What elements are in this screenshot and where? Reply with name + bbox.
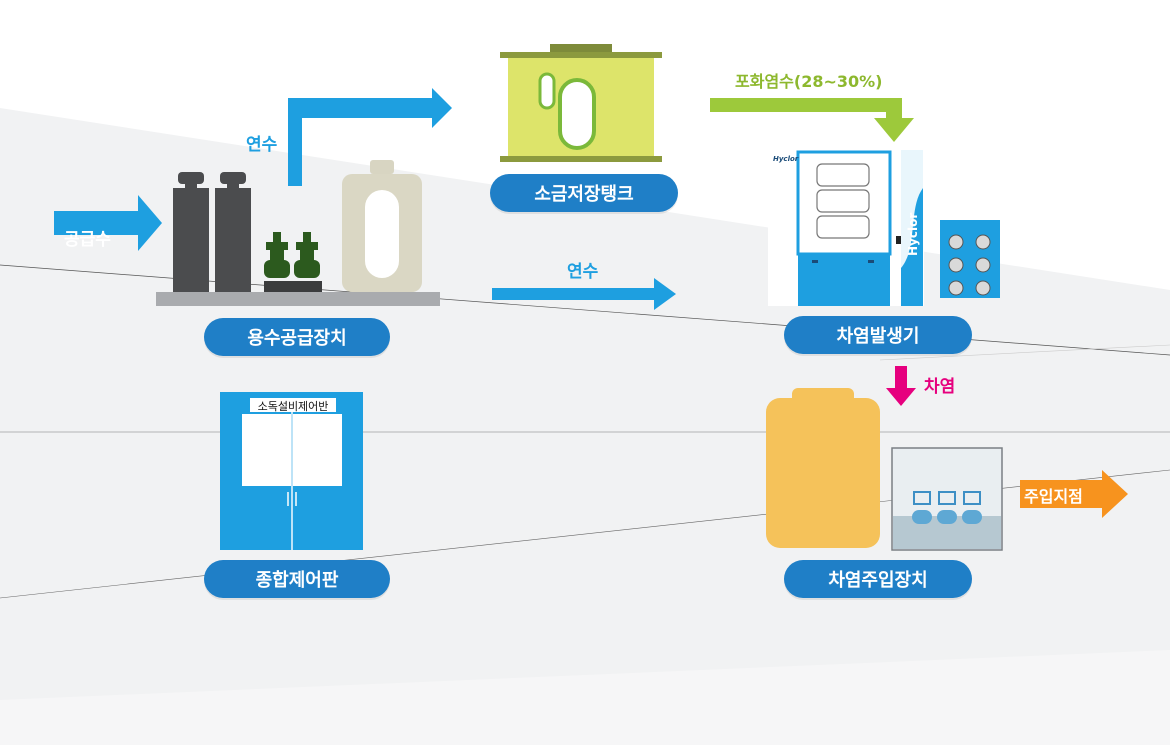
control-panel-graphic xyxy=(220,392,363,550)
water-supply-equipment xyxy=(54,160,440,306)
soft-water-label-top: 연수 xyxy=(246,135,278,155)
soft-water-label-mid: 연수 xyxy=(567,262,599,282)
soft-water-arrow-mid xyxy=(492,278,676,310)
control-panel-sign: 소독설비제어반 xyxy=(257,400,329,413)
injection-point-label: 주입지점 xyxy=(1024,487,1083,506)
hypochlorite-generator-label: 차염발생기 xyxy=(784,316,972,354)
brand-logo-small: Hyclor xyxy=(773,155,799,163)
hypochlorite-label: 차염 xyxy=(924,377,956,397)
water-supply-unit-label: 용수공급장치 xyxy=(204,318,390,356)
hypochlorite-generator-graphic xyxy=(768,148,1000,306)
salt-storage-tank-graphic xyxy=(500,44,662,162)
hypochlorite-arrow xyxy=(886,366,916,406)
salt-storage-tank-label: 소금저장탱크 xyxy=(490,174,678,212)
saturated-brine-arrow xyxy=(710,98,914,142)
brand-logo-vertical: Hyclor xyxy=(906,212,920,256)
control-panel-label: 종합제어판 xyxy=(204,560,390,598)
injection-unit-label: 차염주입장치 xyxy=(784,560,972,598)
supply-water-arrow xyxy=(54,195,162,251)
injection-point-arrow xyxy=(1020,470,1128,518)
injection-unit-graphic xyxy=(766,388,1003,551)
soft-water-arrow-top xyxy=(288,88,452,186)
saturated-brine-label: 포화염수(28~30%) xyxy=(735,72,883,91)
supply-water-label: 공급수 xyxy=(64,230,111,250)
